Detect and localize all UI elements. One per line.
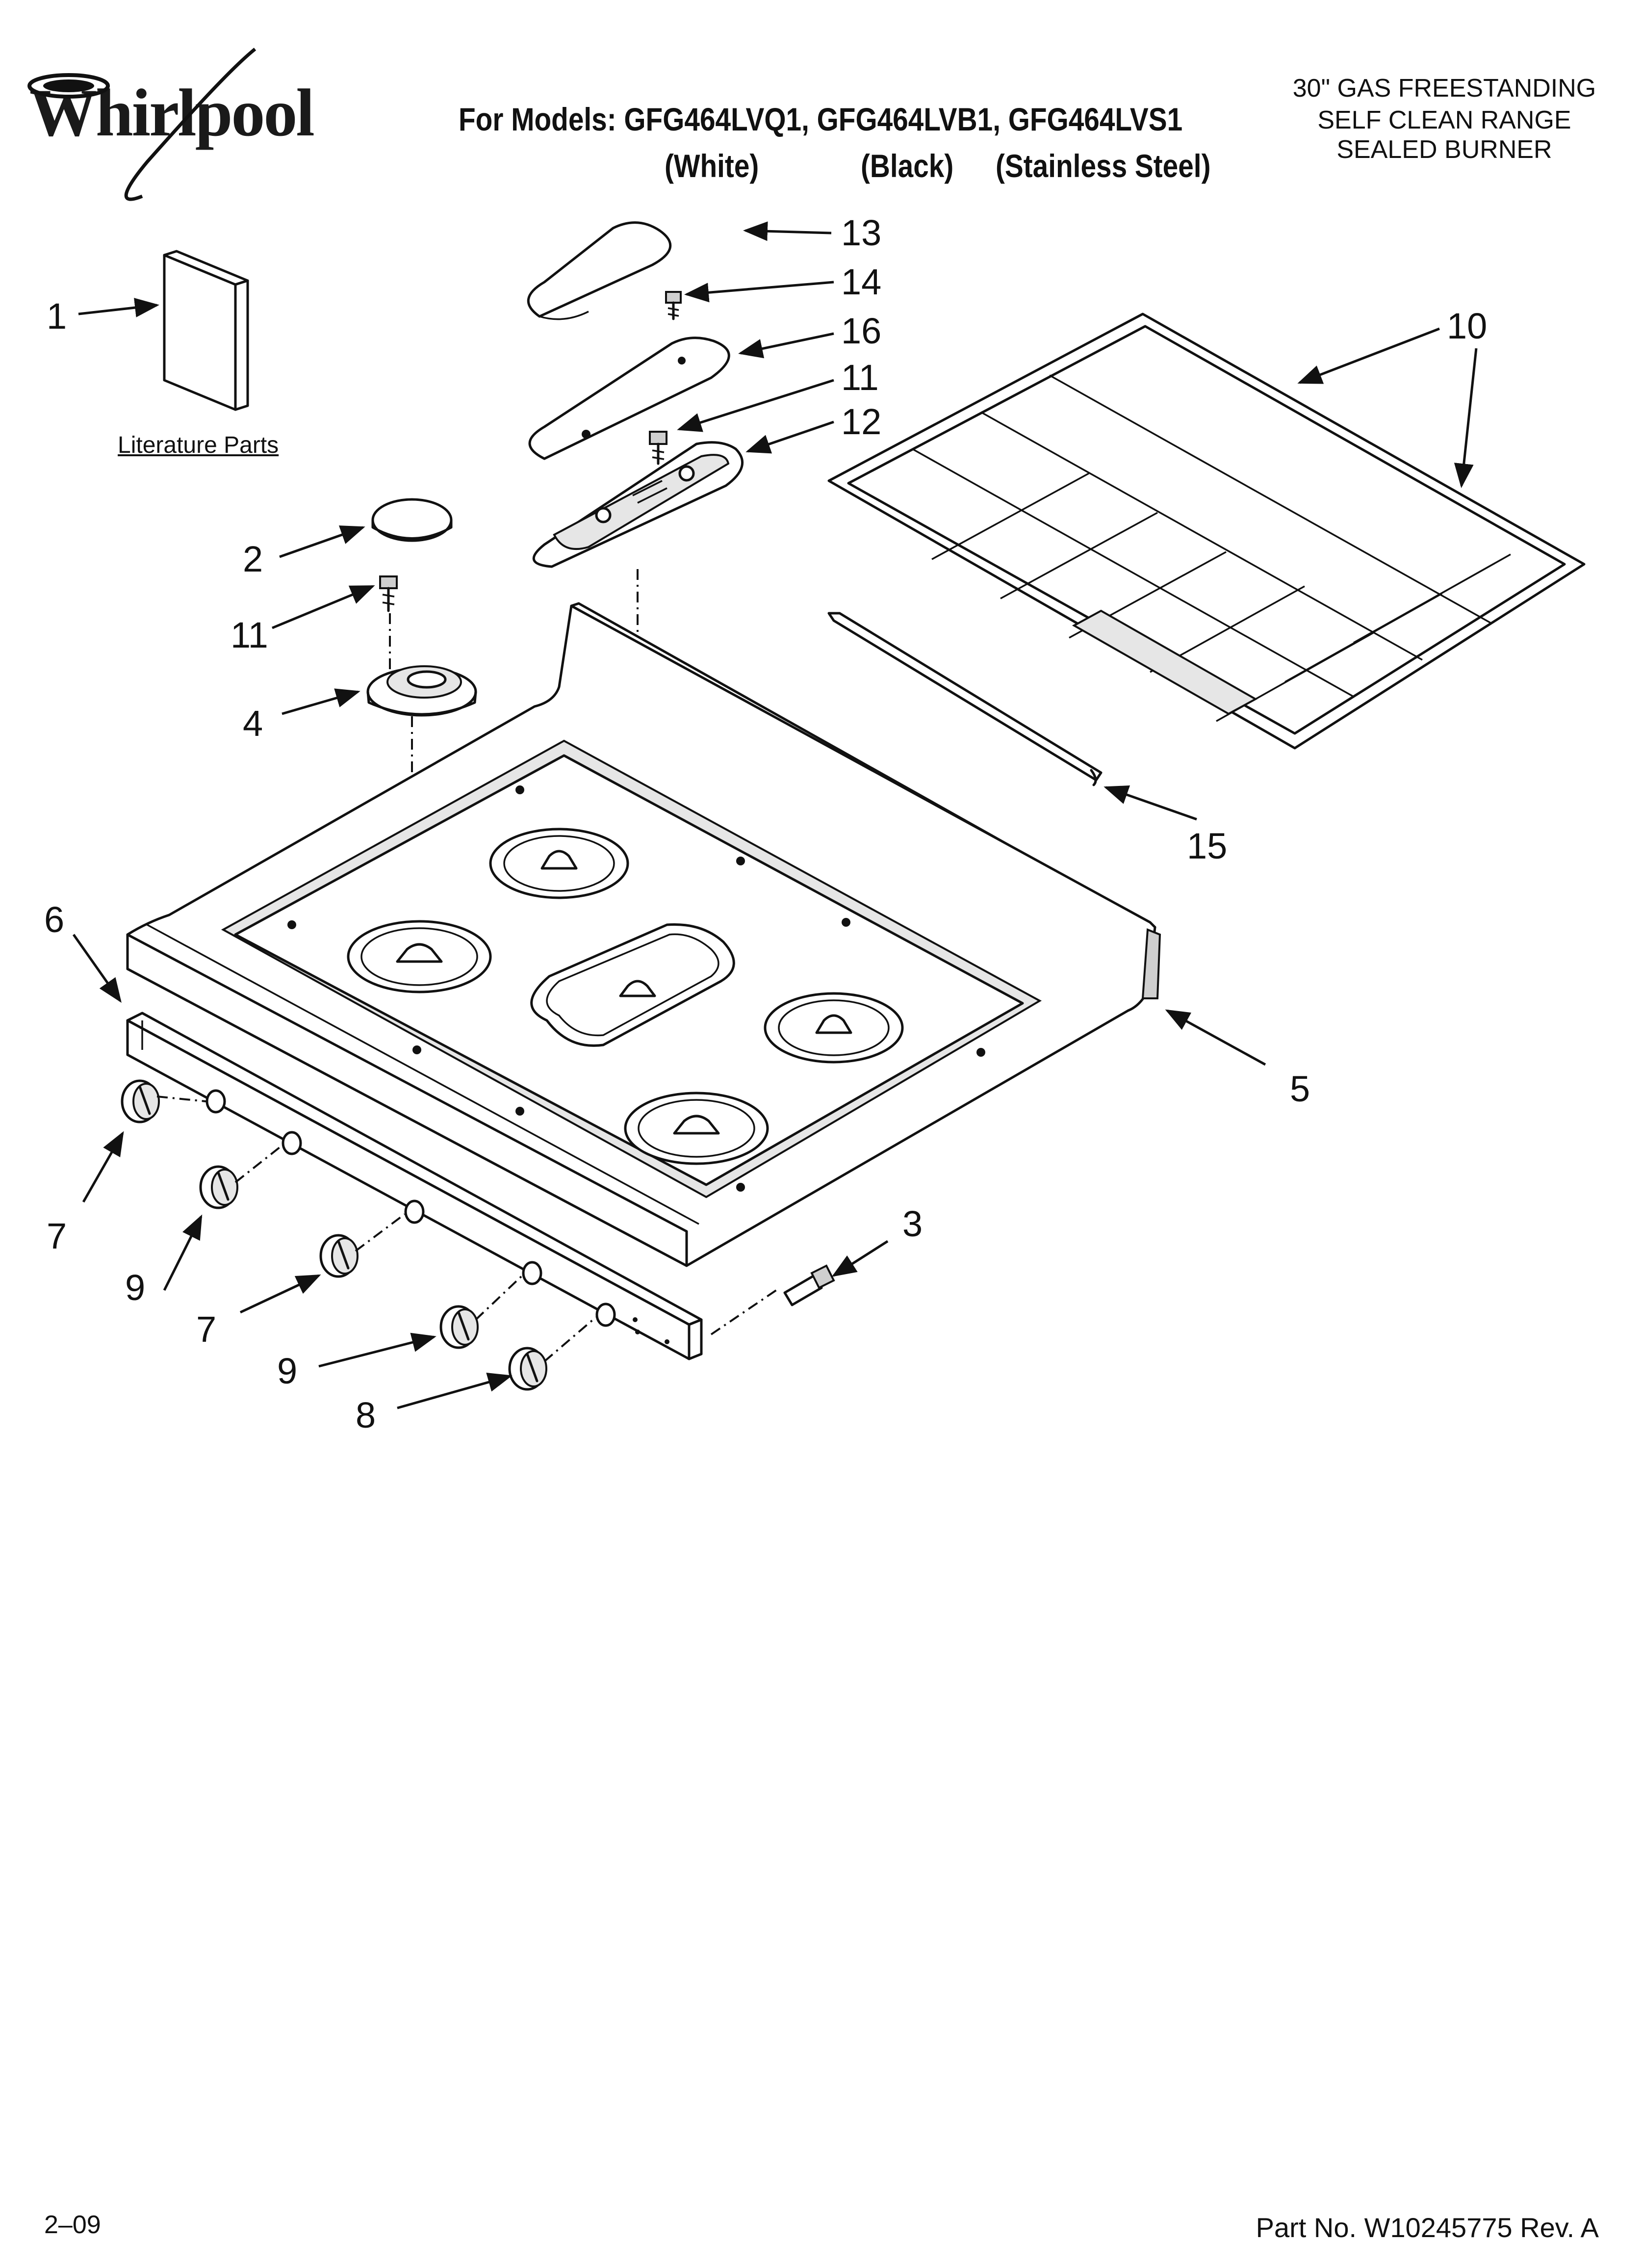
leader-10b — [1454, 348, 1478, 488]
models-line: For Models: GFG464LVQ1, GFG464LVB1, GFG4… — [459, 101, 1183, 137]
screw-11-lower — [379, 575, 398, 612]
leader-6 — [72, 934, 122, 1003]
leader-11a — [677, 379, 834, 432]
leader-8 — [397, 1372, 513, 1409]
knob-8 — [508, 1347, 547, 1391]
leader-13 — [743, 221, 832, 241]
callout-16: 16 — [841, 311, 881, 351]
leader-16 — [738, 332, 834, 359]
leader-9a — [163, 1214, 203, 1291]
burner-cap-2 — [371, 498, 453, 542]
leader-2 — [279, 525, 365, 558]
knob-7-left — [121, 1079, 160, 1123]
oval-cover-13 — [527, 221, 672, 320]
screw-11-upper — [649, 431, 667, 465]
knob-7-center — [319, 1234, 359, 1278]
callout-1: 1 — [47, 296, 67, 337]
burner-base-4 — [366, 665, 477, 717]
callout-13: 13 — [841, 212, 881, 253]
grate-10 — [827, 313, 1586, 750]
logo-swirl-icon — [27, 48, 257, 201]
screw-3 — [783, 1264, 835, 1306]
rod-15 — [827, 612, 1103, 786]
callout-10: 10 — [1447, 306, 1487, 346]
callout-11-lower: 11 — [231, 615, 268, 655]
callout-3: 3 — [902, 1203, 923, 1244]
leader-1 — [78, 298, 159, 317]
callout-15: 15 — [1187, 826, 1227, 866]
callout-7-left: 7 — [47, 1216, 67, 1256]
oval-burner-12 — [532, 441, 744, 568]
finish-stainless: (Stainless Steel) — [996, 148, 1211, 184]
literature-book — [163, 250, 249, 411]
revision-date: 2–09 — [44, 2211, 101, 2239]
leader-4 — [282, 688, 360, 715]
leader-9b — [318, 1332, 436, 1368]
leader-14 — [684, 281, 834, 303]
literature-parts-label: Literature Parts — [118, 432, 279, 458]
callout-4: 4 — [243, 703, 263, 744]
callout-9-right: 9 — [277, 1351, 297, 1391]
cooktop-5 — [126, 602, 1161, 1267]
range-info-line-1: 30" GAS FREESTANDING — [1292, 74, 1596, 103]
callout-9-left: 9 — [125, 1267, 145, 1308]
leader-5 — [1165, 1009, 1266, 1066]
leader-15 — [1103, 785, 1197, 821]
finish-black: (Black) — [861, 148, 954, 184]
callout-11-upper: 11 — [841, 357, 879, 398]
knob-9-right — [439, 1305, 479, 1349]
control-panel-3 — [126, 1012, 703, 1360]
callout-6: 6 — [44, 899, 64, 940]
callout-8: 8 — [356, 1395, 376, 1435]
finish-white: (White) — [665, 148, 759, 184]
leader-12 — [745, 420, 834, 454]
callout-7-center: 7 — [196, 1309, 216, 1350]
callout-2: 2 — [243, 539, 263, 579]
leader-11b — [272, 585, 375, 629]
leader-7a — [82, 1131, 124, 1203]
part-number: Part No. W10245775 Rev. A — [1256, 2212, 1599, 2243]
oval-plate-16 — [528, 337, 730, 460]
screw-14 — [665, 291, 682, 320]
leader-7b — [239, 1274, 321, 1314]
callout-12: 12 — [841, 401, 881, 442]
callout-14: 14 — [841, 261, 881, 302]
leader-10a — [1297, 327, 1440, 384]
leader-3 — [831, 1240, 889, 1277]
range-info-line-2: SELF CLEAN RANGE — [1317, 106, 1571, 134]
knob-9-left — [199, 1165, 238, 1209]
range-info-line-3: SEALED BURNER — [1336, 135, 1552, 164]
callout-5: 5 — [1290, 1069, 1310, 1109]
